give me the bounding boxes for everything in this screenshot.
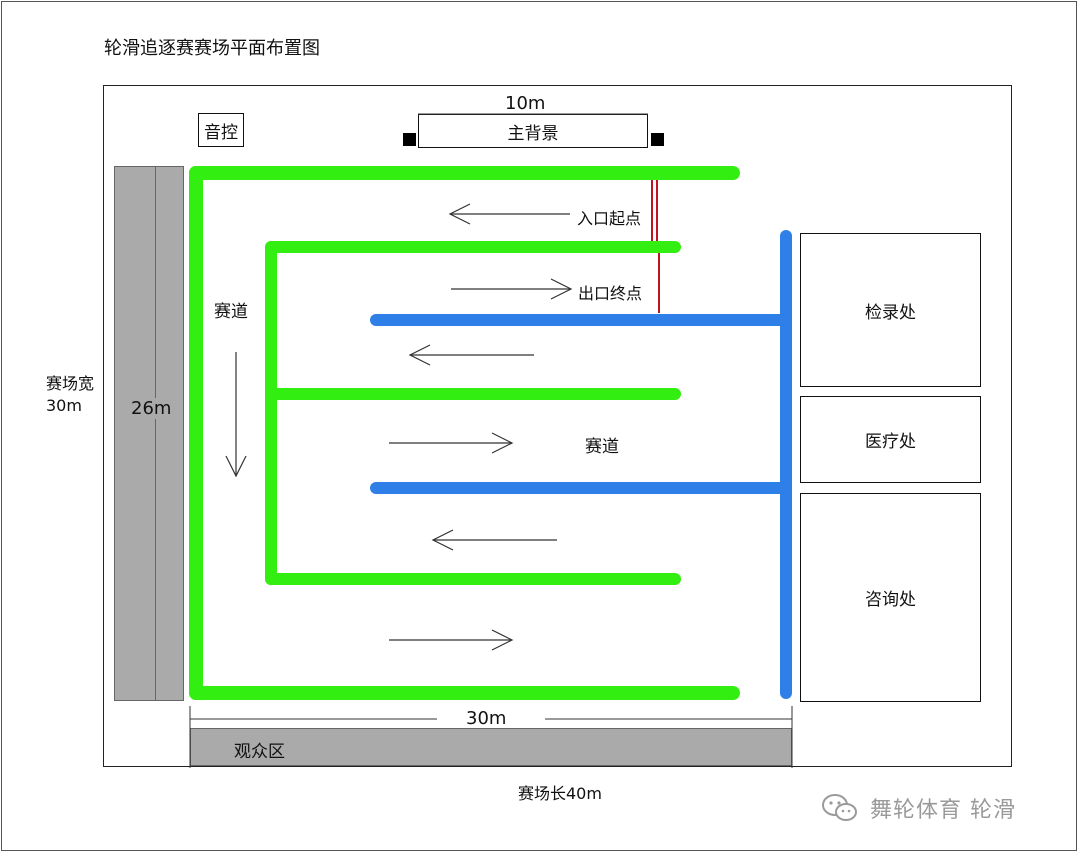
entry-start-label: 入口起点 — [577, 209, 642, 228]
wechat-icon — [822, 794, 857, 821]
exit-finish-label: 出口终点 — [578, 284, 643, 303]
info-booth: 咨询处 — [800, 493, 981, 702]
sound-control-box: 音控 — [198, 113, 244, 147]
main-backdrop: 主背景 — [418, 114, 648, 148]
medical-label: 医疗处 — [865, 432, 916, 452]
watermark: 舞轮体育 轮滑 — [820, 790, 1016, 826]
audience-label: 观众区 — [234, 742, 285, 762]
sound-control-label: 音控 — [204, 122, 238, 143]
backdrop-width-label: 10m — [505, 93, 546, 114]
track-label-left: 赛道 — [214, 302, 248, 322]
venue-width-label: 赛场宽 30m — [46, 374, 95, 415]
venue-boundary — [103, 85, 1012, 767]
info-label: 咨询处 — [865, 590, 916, 610]
backdrop-post-right — [651, 133, 664, 146]
backdrop-post-left — [403, 133, 416, 146]
check-in-booth: 检录处 — [800, 233, 981, 387]
stand-divider — [155, 166, 156, 701]
side-stand — [114, 166, 184, 701]
watermark-text: 舞轮体育 轮滑 — [870, 798, 1016, 823]
bottom-width-label: 30m — [466, 708, 507, 729]
page-title: 轮滑追逐赛赛场平面布置图 — [104, 38, 320, 59]
medical-booth: 医疗处 — [800, 396, 981, 483]
track-label-center: 赛道 — [585, 437, 619, 457]
check-in-label: 检录处 — [865, 302, 916, 323]
stand-width-label: 26m — [131, 398, 172, 419]
backdrop-label: 主背景 — [507, 123, 559, 144]
venue-length-label: 赛场长40m — [518, 784, 602, 803]
